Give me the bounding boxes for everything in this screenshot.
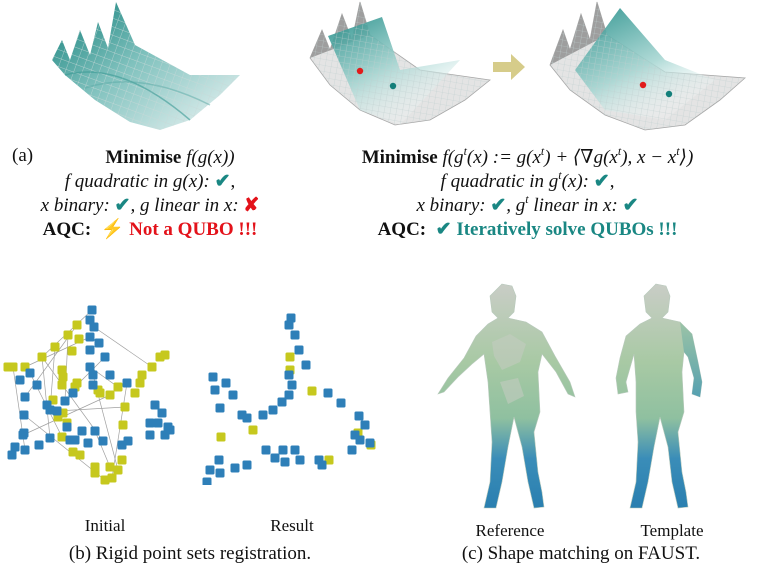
- check-icon: ✔: [622, 195, 639, 216]
- formula-right: Minimise f(gt(x) := g(xt) + ⟨∇g(xt), x −…: [295, 144, 760, 242]
- surface-plot-original: [40, 0, 250, 135]
- panel-a-label: (a): [12, 145, 34, 166]
- check-icon: ✔: [593, 171, 610, 192]
- sublabel-initial: Initial: [84, 516, 126, 535]
- sublabel-result: Result: [270, 516, 314, 535]
- right-aqc-line: AQC: ✔ Iteratively solve QUBOs !!!: [377, 219, 678, 240]
- surface-plot-linearised-start: [300, 0, 500, 135]
- cross-icon: ✘: [243, 195, 260, 216]
- left-line-quadratic: f quadratic in g(x): ✔,: [64, 171, 236, 192]
- sublabel-template: Template: [640, 521, 704, 540]
- point-set-result: [195, 310, 385, 485]
- check-icon: ✔: [114, 195, 131, 216]
- aqc-verdict-right: Iteratively solve QUBOs !!!: [456, 219, 678, 240]
- point-set-initial: [0, 305, 190, 495]
- left-objective: Minimise f(g(x)): [105, 147, 235, 168]
- caption-c: (c) Shape matching on FAUST.: [461, 543, 701, 564]
- right-objective: Minimise f(gt(x) := g(xt) + ⟨∇g(xt), x −…: [361, 144, 694, 168]
- check-icon: ✔: [490, 195, 507, 216]
- left-aqc-line: AQC: ⚡ Not a QUBO !!!: [42, 219, 258, 240]
- check-icon: ✔: [435, 219, 452, 240]
- right-arrow-icon: [493, 54, 525, 80]
- body-reference: [430, 282, 580, 514]
- caption-b: (b) Rigid point sets registration.: [68, 543, 312, 564]
- sublabel-reference: Reference: [475, 521, 545, 540]
- left-line-binary: x binary: ✔, g linear in x: ✘: [40, 195, 260, 216]
- aqc-verdict-left: Not a QUBO !!!: [129, 219, 258, 240]
- right-line-quadratic: f quadratic in gt(x): ✔,: [440, 168, 615, 192]
- formula-left: Minimise f(g(x)) f quadratic in g(x): ✔,…: [0, 146, 300, 242]
- surface-plot-linearised-next: [545, 0, 755, 140]
- body-template: [612, 282, 712, 514]
- lightning-icon: ⚡: [100, 219, 125, 240]
- check-icon: ✔: [214, 171, 231, 192]
- right-line-binary: x binary: ✔, gt linear in x: ✔: [416, 192, 639, 216]
